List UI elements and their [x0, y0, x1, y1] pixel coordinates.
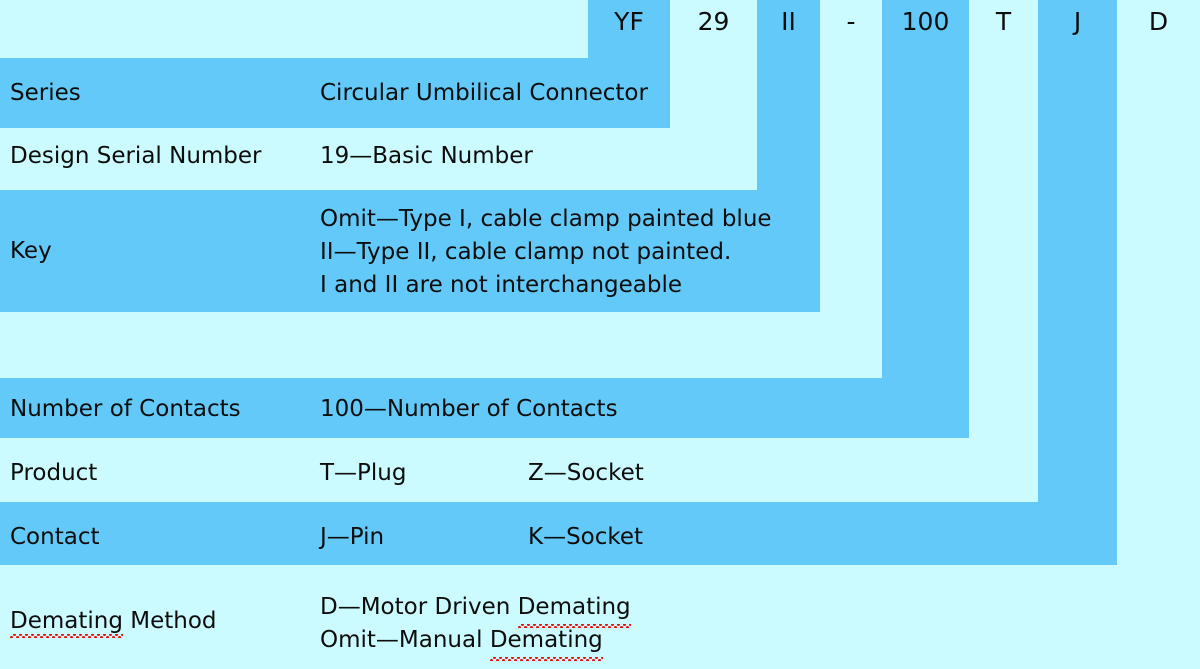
code-cell-29: 29: [697, 7, 730, 36]
row-value-line: Omit—Type I, cable clamp painted blue: [320, 206, 772, 232]
row-value-0: Circular Umbilical Connector: [320, 80, 648, 106]
row-value-line: II—Type II, cable clamp not painted.: [320, 239, 732, 265]
code-stripe-d: [1117, 0, 1200, 669]
row-bar-7: [0, 565, 1200, 669]
row-bar-4: [0, 378, 969, 438]
row-value-5: T—Plug: [320, 460, 407, 486]
code-cell-100: 100: [901, 7, 950, 36]
row-bar-2: [0, 190, 820, 312]
code-cell-t: T: [995, 7, 1012, 36]
row-label-2: Key: [10, 238, 52, 264]
row-label-6: Contact: [10, 524, 100, 550]
row-value-line: D—Motor Driven Demating: [320, 591, 631, 628]
code-cell-yf: YF: [614, 7, 644, 36]
row-value-line: Omit—Manual Demating: [320, 624, 631, 661]
row-bar-0: [0, 58, 670, 128]
spellcheck-underline: Demating: [517, 591, 631, 628]
row-label-0: Series: [10, 80, 81, 106]
code-cell-j: J: [1073, 7, 1082, 36]
row-value-alt-6: K—Socket: [528, 524, 644, 550]
code-cell-d: D: [1148, 7, 1169, 36]
spellcheck-underline: Demating: [489, 624, 603, 661]
row-value-6: J—Pin: [320, 524, 385, 550]
row-value-alt-5: Z—Socket: [528, 460, 644, 486]
row-label-7: Demating Method: [10, 608, 217, 638]
row-value-1: 19—Basic Number: [320, 143, 533, 169]
code-cell-ii: II: [781, 7, 796, 36]
row-bar-1: [0, 128, 757, 190]
code-cell-dash: -: [846, 7, 856, 36]
row-bar-3: [0, 312, 882, 378]
row-bar-6: [0, 502, 1117, 565]
row-value-4: 100—Number of Contacts: [320, 396, 618, 422]
row-bar-5: [0, 438, 1038, 502]
row-label-4: Number of Contacts: [10, 396, 241, 422]
row-label-5: Product: [10, 460, 98, 486]
row-label-1: Design Serial Number: [10, 143, 262, 169]
row-value-line: I and II are not interchangeable: [320, 272, 683, 298]
spellcheck-underline: Demating: [10, 608, 123, 638]
